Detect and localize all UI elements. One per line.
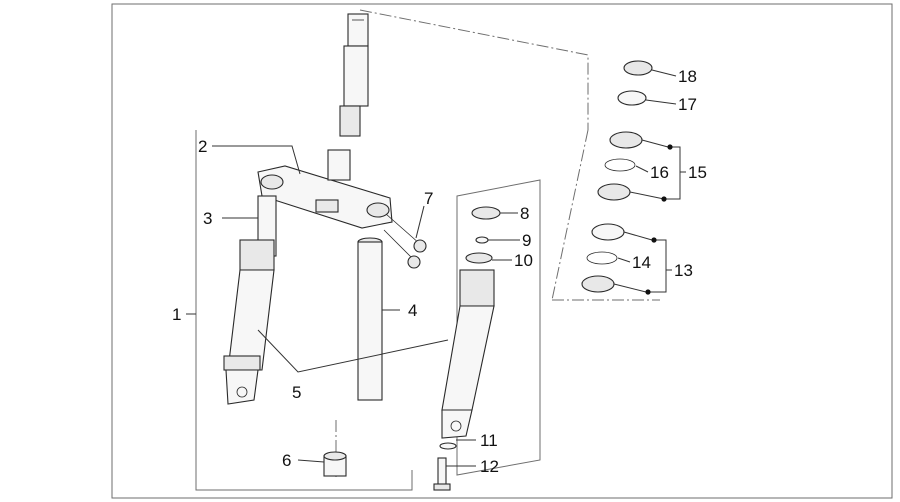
callout-13: 13 bbox=[674, 261, 693, 280]
callout-9: 9 bbox=[522, 231, 531, 250]
fork-group-bracket bbox=[195, 130, 413, 491]
stem-frame-dashline-2 bbox=[551, 129, 589, 301]
clamp-bolts bbox=[383, 213, 427, 269]
callout-12: 12 bbox=[480, 457, 499, 476]
callout-4: 4 bbox=[408, 301, 417, 320]
callout-8: 8 bbox=[520, 204, 529, 223]
callout-7: 7 bbox=[424, 189, 433, 208]
callout-18: 18 bbox=[678, 67, 697, 86]
callout-15: 15 bbox=[688, 163, 707, 182]
callout-6: 6 bbox=[282, 451, 291, 470]
callout-2: 2 bbox=[198, 137, 207, 156]
inner-tube bbox=[357, 237, 383, 401]
callout-10: 10 bbox=[514, 251, 533, 270]
callout-1: 1 bbox=[172, 305, 181, 324]
right-fork-leg bbox=[441, 269, 495, 439]
callout-14: 14 bbox=[632, 253, 651, 272]
callout-11: 11 bbox=[480, 431, 498, 450]
callout-17: 17 bbox=[678, 95, 697, 114]
stem-frame-dashline bbox=[359, 9, 660, 301]
bottom-bolt bbox=[433, 442, 457, 491]
leader-lines bbox=[186, 69, 686, 467]
outer-border bbox=[111, 3, 893, 499]
bushing bbox=[323, 451, 347, 477]
steering-tube bbox=[339, 13, 369, 137]
callout-3: 3 bbox=[203, 209, 212, 228]
connector-dots bbox=[645, 144, 673, 295]
headset-bearings bbox=[581, 60, 653, 293]
left-fork-leg bbox=[223, 195, 277, 405]
callout-5: 5 bbox=[292, 383, 301, 402]
fork-crown bbox=[257, 149, 393, 229]
fork-seal-parts bbox=[465, 206, 501, 264]
callout-16: 16 bbox=[650, 163, 669, 182]
